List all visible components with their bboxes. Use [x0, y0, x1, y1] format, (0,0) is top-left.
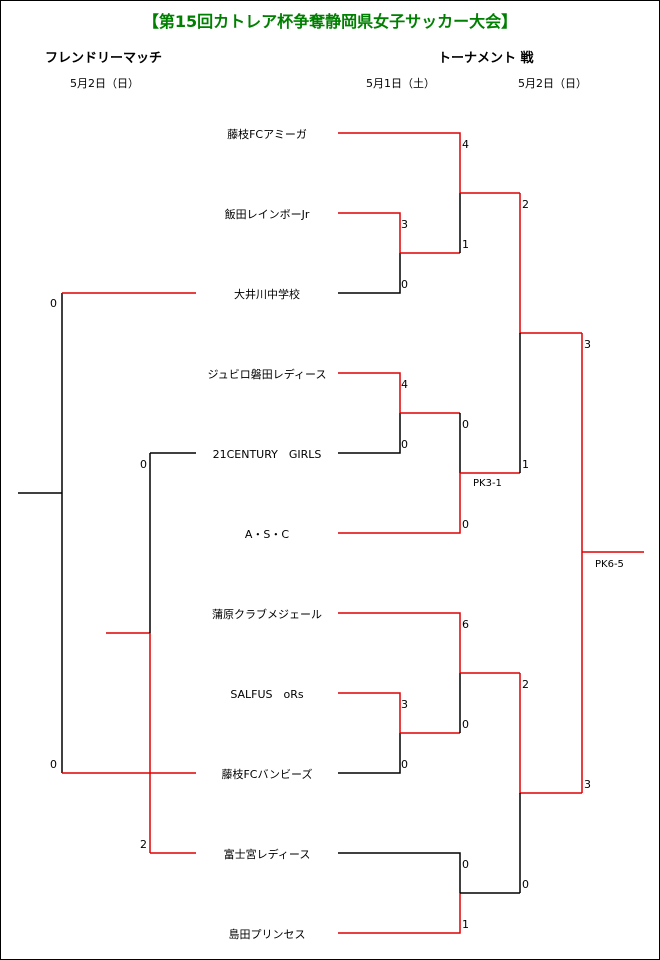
- pk-result: PK3-1: [473, 478, 502, 489]
- round2-date: 5月2日（日）: [518, 77, 587, 90]
- score: 0: [401, 438, 408, 451]
- score: 0: [462, 518, 469, 531]
- team-iida-rainbow: 飯田レインボーJr: [224, 208, 310, 221]
- final-match: [581, 333, 644, 793]
- score: 3: [584, 778, 591, 791]
- score: 1: [462, 918, 469, 931]
- round2-match-c: [338, 612, 520, 733]
- round1-match-b: [338, 372, 460, 454]
- score: 4: [401, 378, 408, 391]
- score: 0: [50, 297, 57, 310]
- score: 1: [522, 458, 529, 471]
- score: 1: [462, 238, 469, 251]
- score: 0: [401, 278, 408, 291]
- team-fujinomiya-ladies: 富士宮レディース: [223, 848, 311, 861]
- round2-match-b: [338, 413, 520, 534]
- score: 0: [140, 458, 147, 471]
- score: 0: [462, 858, 469, 871]
- score: 0: [401, 758, 408, 771]
- semifinal-top: [519, 193, 582, 473]
- score: 0: [522, 878, 529, 891]
- page-title: 【第15回カトレア杯争奪静岡県女子サッカー大会】: [142, 12, 518, 31]
- team-kambara-club: 蒲原クラブメジェール: [212, 608, 322, 621]
- round1-match-d: [338, 852, 461, 934]
- team-jubilo-iwata: ジュビロ磐田レディース: [207, 368, 327, 381]
- round1-match-a: [338, 212, 460, 294]
- friendly-date: 5月2日（日）: [70, 77, 139, 90]
- team-fujieda-amiga: 藤枝FCアミーガ: [227, 128, 307, 141]
- score: 0: [462, 418, 469, 431]
- score: 2: [522, 678, 529, 691]
- friendly-match-header: フレンドリーマッチ: [45, 51, 163, 66]
- semifinal-bottom: [519, 673, 582, 893]
- round2-match-a: [338, 132, 520, 253]
- score: 2: [522, 198, 529, 211]
- score: 4: [462, 138, 469, 151]
- score: 3: [584, 338, 591, 351]
- round1-date: 5月1日（土）: [366, 77, 435, 90]
- score: 3: [401, 218, 408, 231]
- pk-result: PK6-5: [595, 559, 624, 570]
- round1-match-c: [338, 692, 460, 774]
- score: 0: [462, 718, 469, 731]
- score: 6: [462, 618, 469, 631]
- team-21century-girls: 21CENTURY GIRLS: [212, 448, 322, 461]
- score: 0: [50, 758, 57, 771]
- team-fujieda-bambis: 藤枝FCバンビーズ: [221, 768, 313, 781]
- score: 3: [401, 698, 408, 711]
- team-asc: A・S・C: [244, 528, 290, 541]
- tournament-header: トーナメント 戦: [438, 51, 534, 66]
- team-shimada-princess: 島田プリンセス: [228, 928, 306, 941]
- score: 2: [140, 838, 147, 851]
- friendly-bracket: [18, 292, 196, 854]
- team-oigawa-jhs: 大井川中学校: [234, 288, 300, 301]
- team-salfus-ors: SALFUS oRs: [230, 688, 304, 701]
